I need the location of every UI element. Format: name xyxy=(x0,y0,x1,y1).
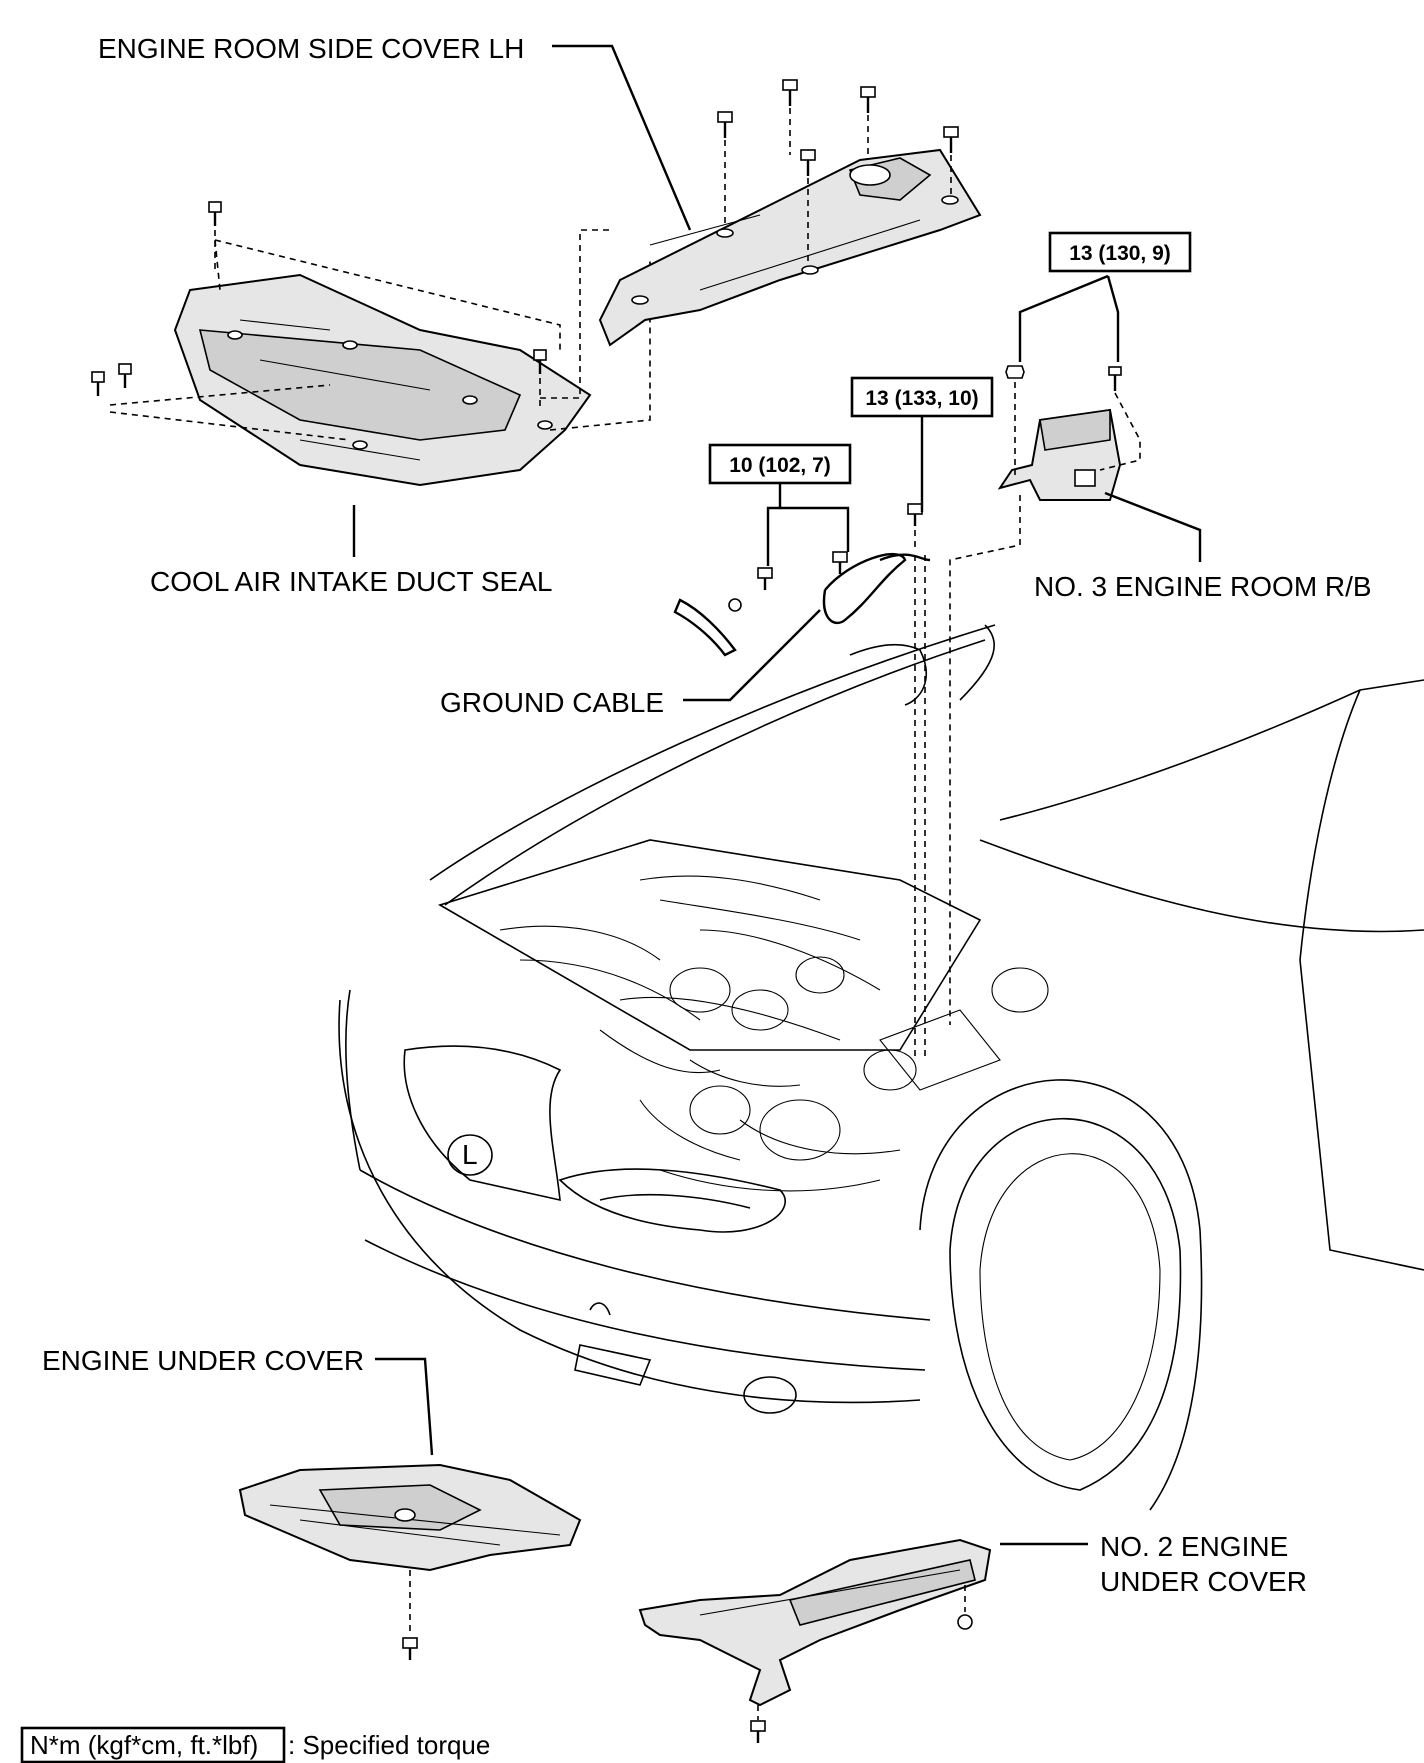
no2-engine-under-cover xyxy=(638,1538,992,1743)
duct-seal-clips xyxy=(91,201,651,441)
no3-engine-room-relay-block xyxy=(997,408,1122,501)
engine-bay xyxy=(438,839,1049,1192)
leader-lines xyxy=(352,44,1202,1546)
torque-box-rb: 13 (130, 9) xyxy=(1048,231,1192,273)
ground-cable xyxy=(673,503,931,1060)
engine-under-cover xyxy=(238,1463,582,1660)
torque-box-cable: 13 (133, 10) xyxy=(850,376,994,418)
cool-air-intake-duct-seal xyxy=(173,273,592,487)
label-engine-under-cover: ENGINE UNDER COVER xyxy=(42,1345,364,1376)
label-ground-cable: GROUND CABLE xyxy=(440,687,664,718)
legend-box-text: N*m (kgf*cm, ft.*lbf) xyxy=(30,1730,258,1760)
label-no2-engine-under-cover-line1: NO. 2 ENGINE xyxy=(1100,1531,1288,1562)
legend-description: : Specified torque xyxy=(288,1730,490,1760)
label-no3-engine-room-rb: NO. 3 ENGINE ROOM R/B xyxy=(1034,571,1372,602)
torque-cable-bolt: 13 (133, 10) xyxy=(865,387,978,410)
engine-room-side-cover-lh xyxy=(598,148,982,347)
label-engine-room-side-cover-lh: ENGINE ROOM SIDE COVER LH xyxy=(98,33,524,64)
torque-ground-bolts: 10 (102, 7) xyxy=(729,454,831,477)
rb-fasteners xyxy=(949,365,1141,1025)
label-cool-air-intake-duct-seal: COOL AIR INTAKE DUCT SEAL xyxy=(150,566,552,597)
torque-rb-bolts: 13 (130, 9) xyxy=(1069,242,1171,265)
side-cover-clips xyxy=(717,79,959,265)
label-no2-engine-under-cover-line2: UNDER COVER xyxy=(1100,1566,1307,1597)
torque-legend: N*m (kgf*cm, ft.*lbf) : Specified torque xyxy=(20,1726,490,1763)
vehicle-front-illustration: L xyxy=(338,624,1424,1511)
svg-text:L: L xyxy=(462,1139,478,1170)
torque-box-ground: 10 (102, 7) xyxy=(708,443,852,485)
